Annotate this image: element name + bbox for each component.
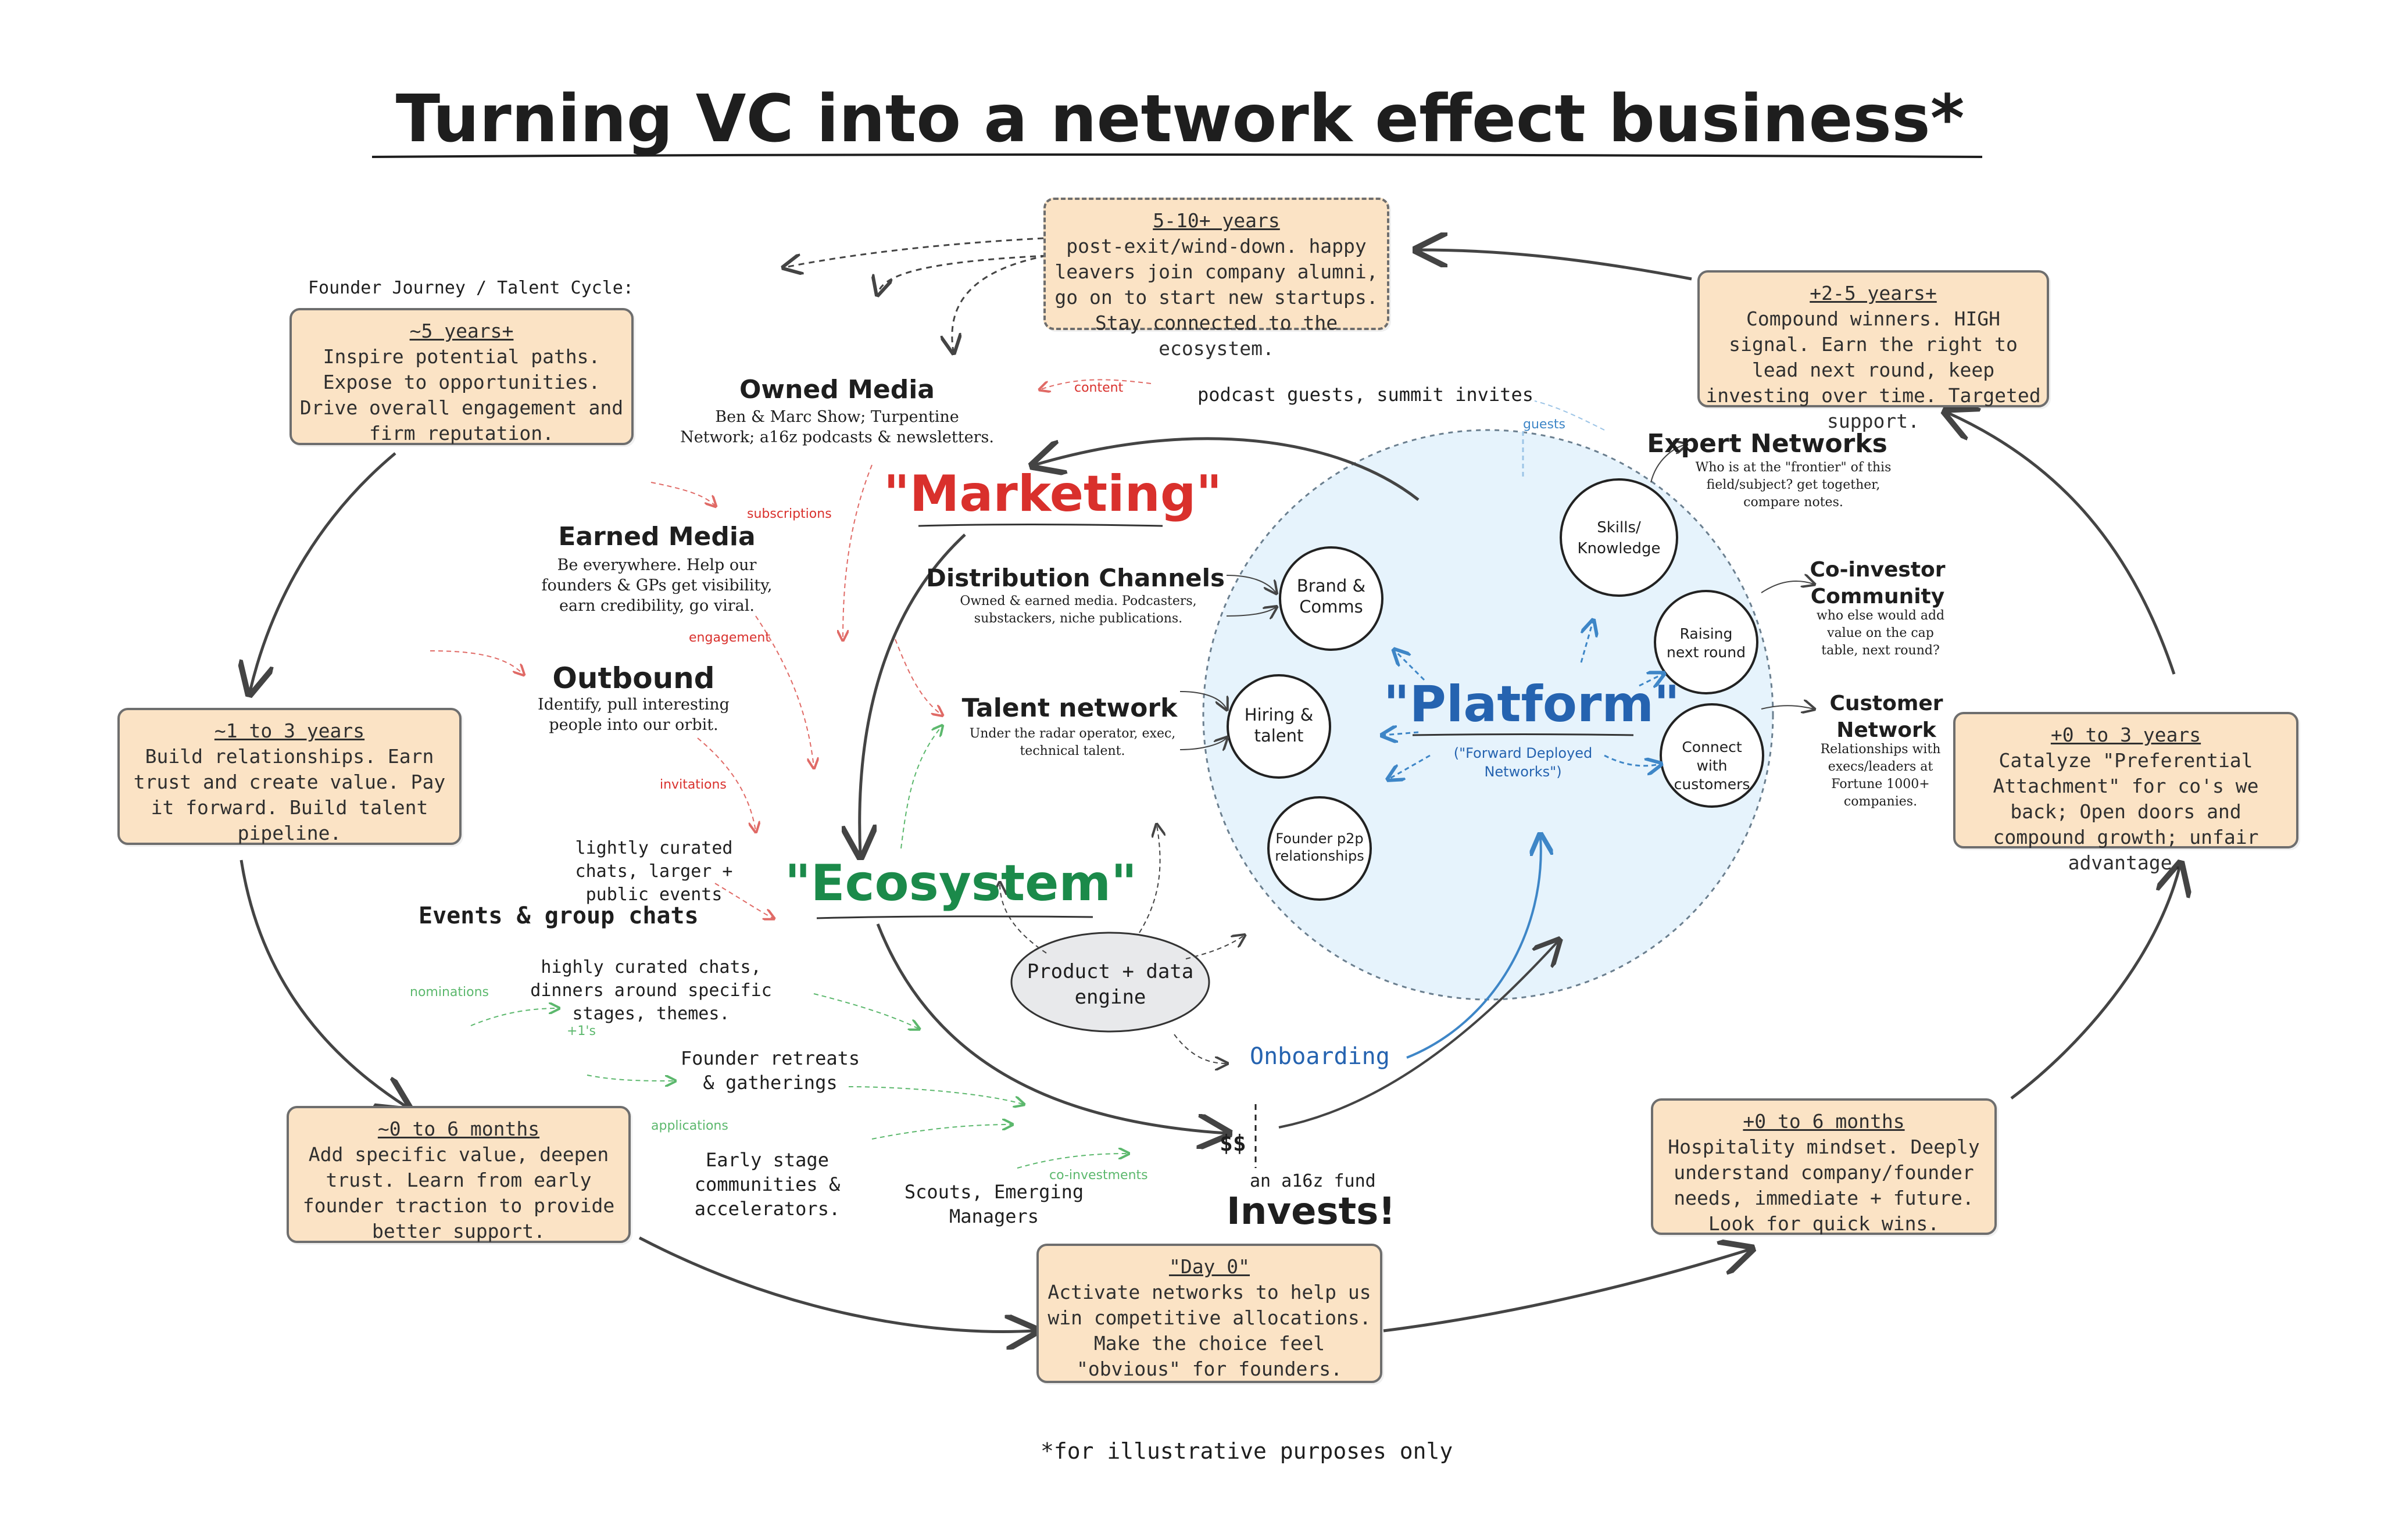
title-underline <box>371 153 1983 158</box>
brand-circle <box>1279 546 1383 651</box>
edge-label-invitations: invitations <box>660 778 727 792</box>
talent-network-heading: Talent network <box>961 693 1178 723</box>
onboarding-label: Onboarding <box>1250 1043 1390 1070</box>
raising-circle-label: Raising next round <box>1667 625 1746 661</box>
lightly-curated-label: lightly curated chats, larger + public e… <box>575 838 733 905</box>
stage-plus0to6-box: +0 to 6 months Hospitality mindset. Deep… <box>1651 1098 1997 1235</box>
fund-label: an a16z fund <box>1250 1171 1376 1191</box>
connect-circle <box>1660 703 1764 808</box>
stage-title: +0 to 3 years <box>2050 724 2201 746</box>
connect-circle-label: Connect with customers <box>1674 739 1750 793</box>
raising-circle <box>1654 590 1758 694</box>
distribution-heading: Distribution Channels <box>925 564 1225 592</box>
outbound-desc: Identify, pull interesting people into o… <box>538 696 730 734</box>
stage-plus2to5-box: +2-5 years+ Compound winners. HIGH signa… <box>1697 270 2049 432</box>
edge-label-subscriptions: subscriptions <box>747 507 832 521</box>
events-heading: Events & group chats <box>419 902 699 929</box>
stage-text: Hospitality mindset. Deeply understand c… <box>1668 1136 1980 1235</box>
highly-curated-label: highly curated chats, dinners around spe… <box>530 957 772 1024</box>
customer-network-desc: Relationships with execs/leaders at Fort… <box>1820 742 1941 809</box>
stage-title: ~0 to 6 months <box>377 1118 540 1140</box>
owned-media-heading: Owned Media <box>739 375 935 404</box>
earned-media-desc: Be everywhere. Help our founders & GPs g… <box>541 556 773 615</box>
stage-text: Inspire potential paths. Expose to oppor… <box>299 345 624 445</box>
expert-networks-desc: Who is at the "frontier" of this field/s… <box>1695 460 1892 510</box>
stage-text: post-exit/wind-down. happy leavers join … <box>1054 235 1378 360</box>
stage-title: +2-5 years+ <box>1810 282 1937 305</box>
product-engine-ellipse <box>1010 932 1210 1033</box>
footnote: *for illustrative purposes only <box>1041 1438 1453 1464</box>
early-stage-label: Early stage communities & accelerators. <box>694 1149 841 1220</box>
edge-label-content: content <box>1074 381 1124 395</box>
edge-label-nominations: nominations <box>410 985 489 1000</box>
brand-circle-label: Brand & Comms <box>1296 576 1366 617</box>
hiring-circle <box>1227 674 1331 779</box>
podcast-guests-label: podcast guests, summit invites <box>1197 384 1533 406</box>
founder-p2p-circle <box>1267 796 1372 901</box>
stage-title: ~5 years+ <box>409 320 514 342</box>
distribution-desc: Owned & earned media. Podcasters, substa… <box>960 594 1197 626</box>
stage-minus1to3-box: ~1 to 3 years Build relationships. Earn … <box>117 708 462 845</box>
expert-networks-heading: Expert Networks <box>1647 429 1887 459</box>
earned-media-heading: Earned Media <box>558 522 756 551</box>
product-engine-label: Product + data engine <box>1027 960 1194 1009</box>
coinvestor-desc: who else would add value on the cap tabl… <box>1816 608 1945 658</box>
stage-text: Catalyze "Preferential Attachment" for c… <box>1993 749 2259 874</box>
stage-minus0to6-box: ~0 to 6 months Add specific value, deepe… <box>287 1106 631 1243</box>
stage-plus5to10-box: 5-10+ years post-exit/wind-down. happy l… <box>1043 198 1389 360</box>
edge-label-coinvestments: co-investments <box>1049 1168 1148 1183</box>
dollars-label: $$ <box>1220 1130 1246 1156</box>
stage-plus0to3y-box: +0 to 3 years Catalyze "Preferential Att… <box>1953 712 2298 874</box>
stage-title: 5-10+ years <box>1153 209 1280 232</box>
talent-cycle-label: Founder Journey / Talent Cycle: <box>308 278 634 298</box>
stage-text: Compound winners. HIGH signal. Earn the … <box>1706 307 2041 432</box>
outbound-heading: Outbound <box>552 661 715 695</box>
edge-label-guests: guests <box>1523 417 1565 432</box>
stage-text: Activate networks to help us win competi… <box>1048 1281 1371 1380</box>
platform-subtitle: ("Forward Deployed Networks") <box>1453 745 1593 780</box>
marketing-heading: "Marketing" <box>884 465 1222 523</box>
edge-label-applications: applications <box>651 1119 728 1133</box>
stage-text: Build relationships. Earn trust and crea… <box>133 745 446 844</box>
talent-network-desc: Under the radar operator, exec, technica… <box>969 726 1176 758</box>
ecosystem-heading: "Ecosystem" <box>785 854 1137 912</box>
stage-text: Add specific value, deepen trust. Learn … <box>302 1143 615 1242</box>
scouts-label: Scouts, Emerging Managers <box>904 1181 1084 1227</box>
platform-heading: "Platform" <box>1383 675 1680 733</box>
skills-circle <box>1560 478 1678 597</box>
coinvestor-heading: Co-investor Community <box>1810 558 1946 608</box>
skills-circle-label: Skills/ Knowledge <box>1577 519 1661 557</box>
founder-p2p-circle-label: Founder p2p relationships <box>1275 830 1364 864</box>
customer-network-heading: Customer Network <box>1829 692 1943 742</box>
stage-title: +0 to 6 months <box>1743 1110 1905 1133</box>
page-title: Turning VC into a network effect busines… <box>395 81 1965 157</box>
stage-title: ~1 to 3 years <box>214 719 365 742</box>
owned-media-desc: Ben & Marc Show; Turpentine Network; a16… <box>680 408 994 446</box>
stage-minus5-box: ~5 years+ Inspire potential paths. Expos… <box>289 308 634 445</box>
invests-label: Invests! <box>1227 1190 1396 1233</box>
edge-label-plus1s: +1's <box>567 1024 596 1038</box>
stage-title: "Day 0" <box>1168 1255 1250 1278</box>
edge-label-engagement: engagement <box>689 631 770 645</box>
hiring-circle-label: Hiring & talent <box>1244 705 1314 746</box>
retreats-label: Founder retreats & gatherings <box>680 1047 860 1094</box>
stage-day0-box: "Day 0" Activate networks to help us win… <box>1036 1244 1382 1383</box>
